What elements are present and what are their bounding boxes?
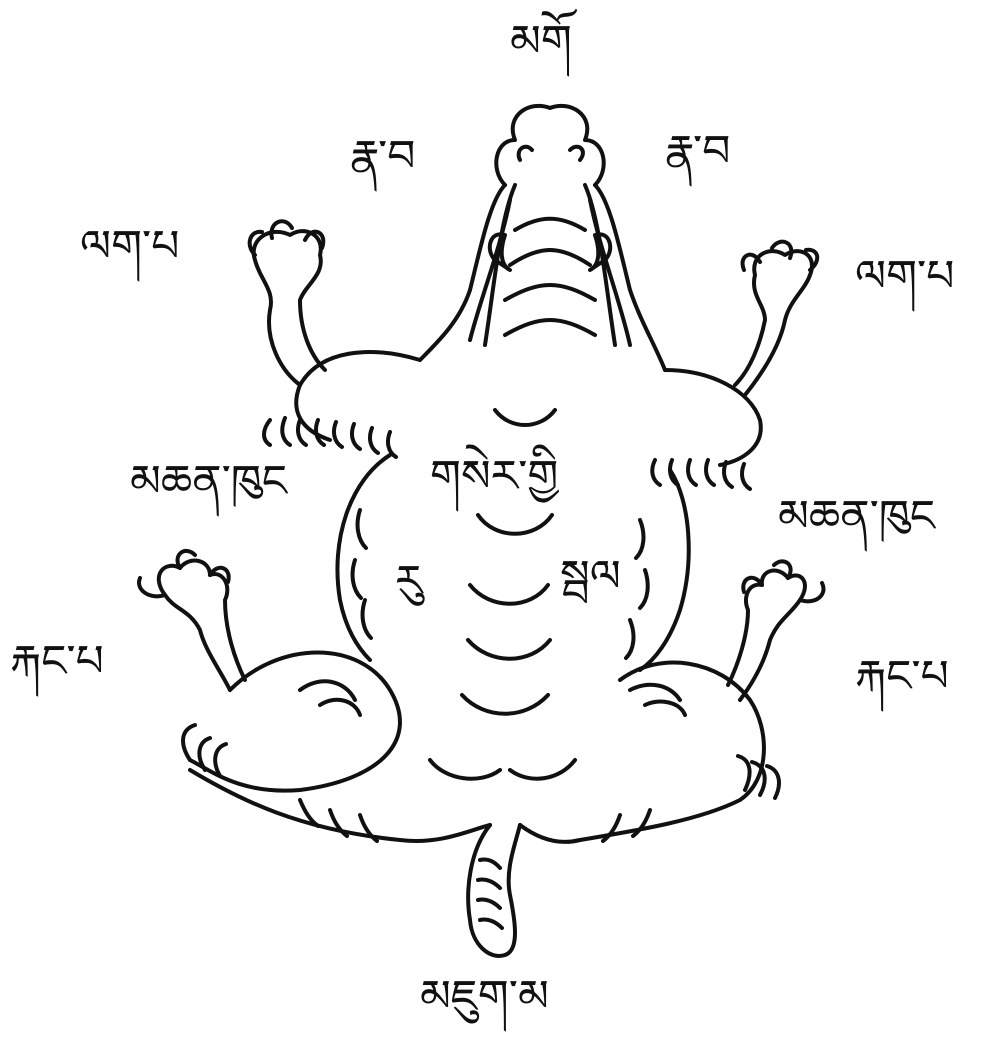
- body-outline: [296, 352, 761, 465]
- label-tail: མཇུག་མ: [420, 975, 549, 1019]
- label-forelimb-left: ལག་པ: [80, 225, 179, 269]
- left-forelimb: [254, 231, 325, 385]
- snout-wrinkles: [505, 219, 595, 335]
- left-hindlimb: [159, 561, 245, 690]
- right-forelimb: [735, 251, 812, 395]
- label-head: མགོ: [510, 20, 572, 64]
- label-belly-right: སྦལ: [560, 555, 621, 599]
- label-ear-left: རྣ་བ: [350, 135, 415, 179]
- label-armpit-left: མཆན་ཁུང: [130, 460, 287, 504]
- label-hindlimb-left: རྐང་པ: [10, 640, 104, 684]
- tail: [468, 825, 520, 956]
- label-hindlimb-right: རྐང་པ: [855, 655, 949, 699]
- label-belly-left: རུ: [395, 560, 422, 604]
- label-forelimb-right: ལག་པ: [855, 255, 954, 299]
- right-hindlimb: [728, 571, 805, 700]
- label-chest-center: གསེར་གྱི: [430, 455, 558, 499]
- label-ear-right: རྣ་བ: [665, 130, 730, 174]
- left-foreclaws: [264, 418, 396, 457]
- label-armpit-right: མཆན་ཁུང: [778, 495, 935, 539]
- head-crest: [496, 106, 603, 185]
- right-foreclaws: [652, 460, 750, 489]
- thigh-folds: [300, 681, 685, 715]
